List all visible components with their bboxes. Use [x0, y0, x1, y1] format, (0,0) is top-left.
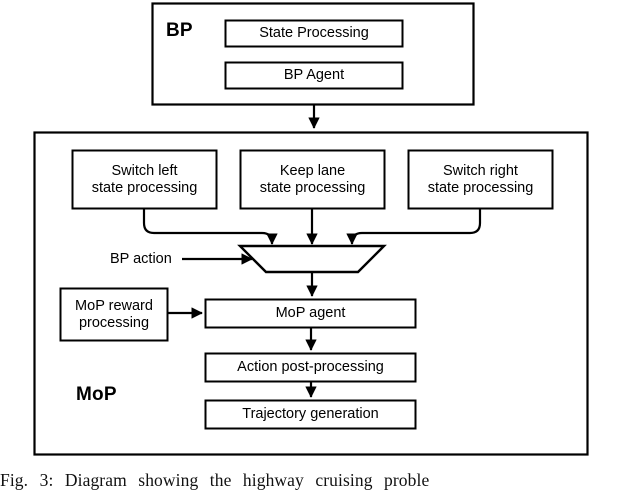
mop-box-trajectory-generation — [204, 399, 417, 430]
mop-box-keep-lane-state-processing — [239, 149, 386, 210]
bp-box-state-processing — [224, 19, 404, 48]
mop-box-mop-agent — [204, 298, 417, 329]
mop-box-switch-right-state-processing — [407, 149, 554, 210]
mop-box-switch-left-state-processing — [71, 149, 218, 210]
bp-box-bp-agent — [224, 61, 404, 90]
mop-group-title: MoP — [76, 384, 117, 405]
mop-box-mop-reward-processing — [59, 287, 169, 342]
arrow-switch-right-to-mux — [346, 209, 482, 245]
mop-multiplexer — [237, 244, 387, 274]
arrow-switch-left-to-mux — [142, 209, 278, 245]
bp-action-label: BP action — [110, 251, 172, 267]
bp-group-title: BP — [166, 20, 193, 41]
mop-box-action-post-processing — [204, 352, 417, 383]
figure-caption: Fig. 3: Diagram showing the highway crui… — [0, 470, 430, 490]
mop-group-container — [33, 131, 589, 456]
